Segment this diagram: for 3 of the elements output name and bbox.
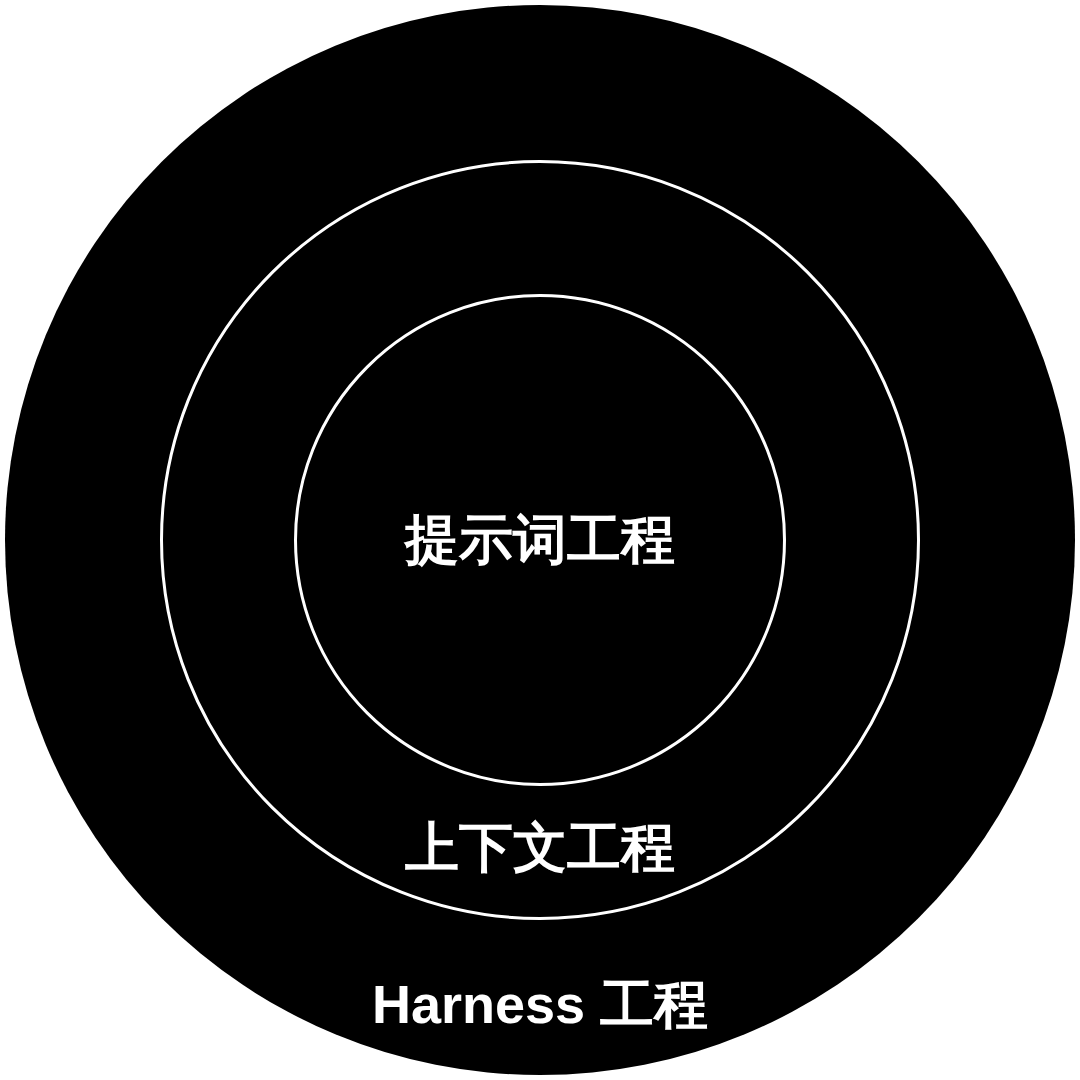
circle-label: Harness 工程 [371, 975, 709, 1035]
circle-label: 提示词工程 [405, 510, 675, 570]
circle-label: 上下文工程 [405, 818, 675, 878]
